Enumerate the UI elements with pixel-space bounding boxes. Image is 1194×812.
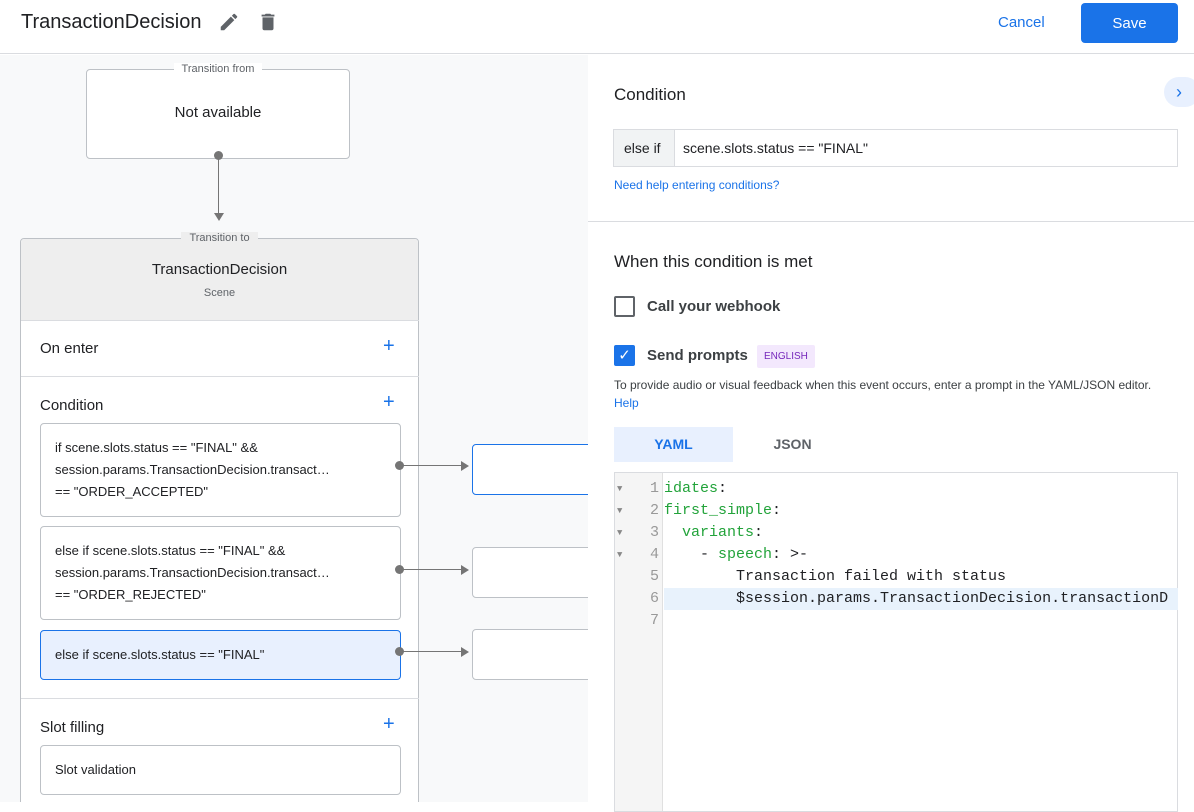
slot-filling-label: Slot filling (40, 719, 105, 736)
transition-to-legend: Transition to (181, 232, 258, 244)
condition-line: else if scene.slots.status == "FINAL" && (55, 543, 286, 558)
arrow-head-icon (461, 565, 469, 575)
edit-icon[interactable] (218, 11, 240, 33)
tab-json[interactable]: JSON (773, 436, 812, 452)
arrow-head-icon (461, 647, 469, 657)
scene-name: TransactionDecision (151, 261, 288, 278)
delete-icon[interactable] (257, 11, 279, 33)
flow-canvas[interactable]: Transition from Not available Transition… (0, 55, 588, 802)
add-condition-icon[interactable]: + (383, 391, 395, 413)
scene-card: Transition to TransactionDecision Scene … (20, 232, 419, 802)
webhook-label: Call your webhook (647, 298, 781, 315)
prompt-description: To provide audio or visual feedback when… (614, 378, 1152, 410)
transition-target[interactable] (472, 444, 588, 495)
condition-line: else if scene.slots.status == "FINAL" (55, 647, 265, 662)
cancel-button[interactable]: Cancel (998, 14, 1045, 31)
condition-item[interactable]: else if scene.slots.status == "FINAL" &&… (40, 526, 401, 620)
slot-validation-label: Slot validation (55, 762, 136, 777)
webhook-checkbox[interactable] (614, 296, 635, 317)
slot-validation-item[interactable]: Slot validation (40, 745, 401, 795)
prompts-label: Send prompts (647, 347, 748, 364)
help-link[interactable]: Need help entering conditions? (614, 178, 780, 192)
connector-line (218, 155, 219, 215)
condition-line: == "ORDER_REJECTED" (55, 587, 206, 602)
header: TransactionDecision Cancel Save (0, 0, 1194, 54)
condition-section: Condition + (21, 376, 419, 698)
met-title: When this condition is met (614, 252, 813, 271)
on-enter-section[interactable]: On enter + (21, 320, 419, 376)
condition-line: == "ORDER_ACCEPTED" (55, 484, 208, 499)
save-button[interactable]: Save (1081, 3, 1178, 43)
arrow-head-icon (214, 213, 224, 221)
add-on-enter-icon[interactable]: + (383, 335, 395, 357)
transition-from-value: Not available (174, 104, 262, 121)
arrow-head-icon (461, 461, 469, 471)
condition-label: Condition (40, 397, 104, 414)
add-slot-icon[interactable]: + (383, 713, 395, 735)
transition-target[interactable] (472, 629, 588, 680)
condition-line: session.params.TransactionDecision.trans… (55, 565, 330, 580)
condition-item[interactable]: if scene.slots.status == "FINAL" && sess… (40, 423, 401, 517)
condition-line: session.params.TransactionDecision.trans… (55, 462, 330, 477)
condition-panel: › Condition else if scene.slots.status =… (588, 55, 1194, 812)
prompts-checkbox[interactable]: ✓ (614, 345, 635, 366)
page-title: TransactionDecision (21, 11, 202, 33)
condition-value[interactable]: scene.slots.status == "FINAL" (683, 140, 869, 156)
condition-title: Condition (614, 85, 686, 104)
help-link-inline[interactable]: Help (614, 396, 639, 410)
tab-yaml[interactable]: YAML (614, 427, 733, 462)
collapse-panel-chevron-icon[interactable]: › (1164, 77, 1194, 107)
condition-prefix: else if (614, 130, 675, 166)
scene-type: Scene (203, 287, 236, 299)
language-badge: ENGLISH (757, 345, 815, 368)
transition-target[interactable] (472, 547, 588, 598)
condition-item-selected[interactable]: else if scene.slots.status == "FINAL" (40, 630, 401, 680)
condition-input[interactable]: else if scene.slots.status == "FINAL" (613, 129, 1178, 167)
transition-from-card: Transition from Not available (86, 63, 350, 159)
on-enter-label: On enter (40, 340, 99, 357)
condition-line: if scene.slots.status == "FINAL" && (55, 440, 258, 455)
transition-from-legend: Transition from (173, 63, 263, 75)
slot-filling-section: Slot filling + (21, 698, 419, 802)
